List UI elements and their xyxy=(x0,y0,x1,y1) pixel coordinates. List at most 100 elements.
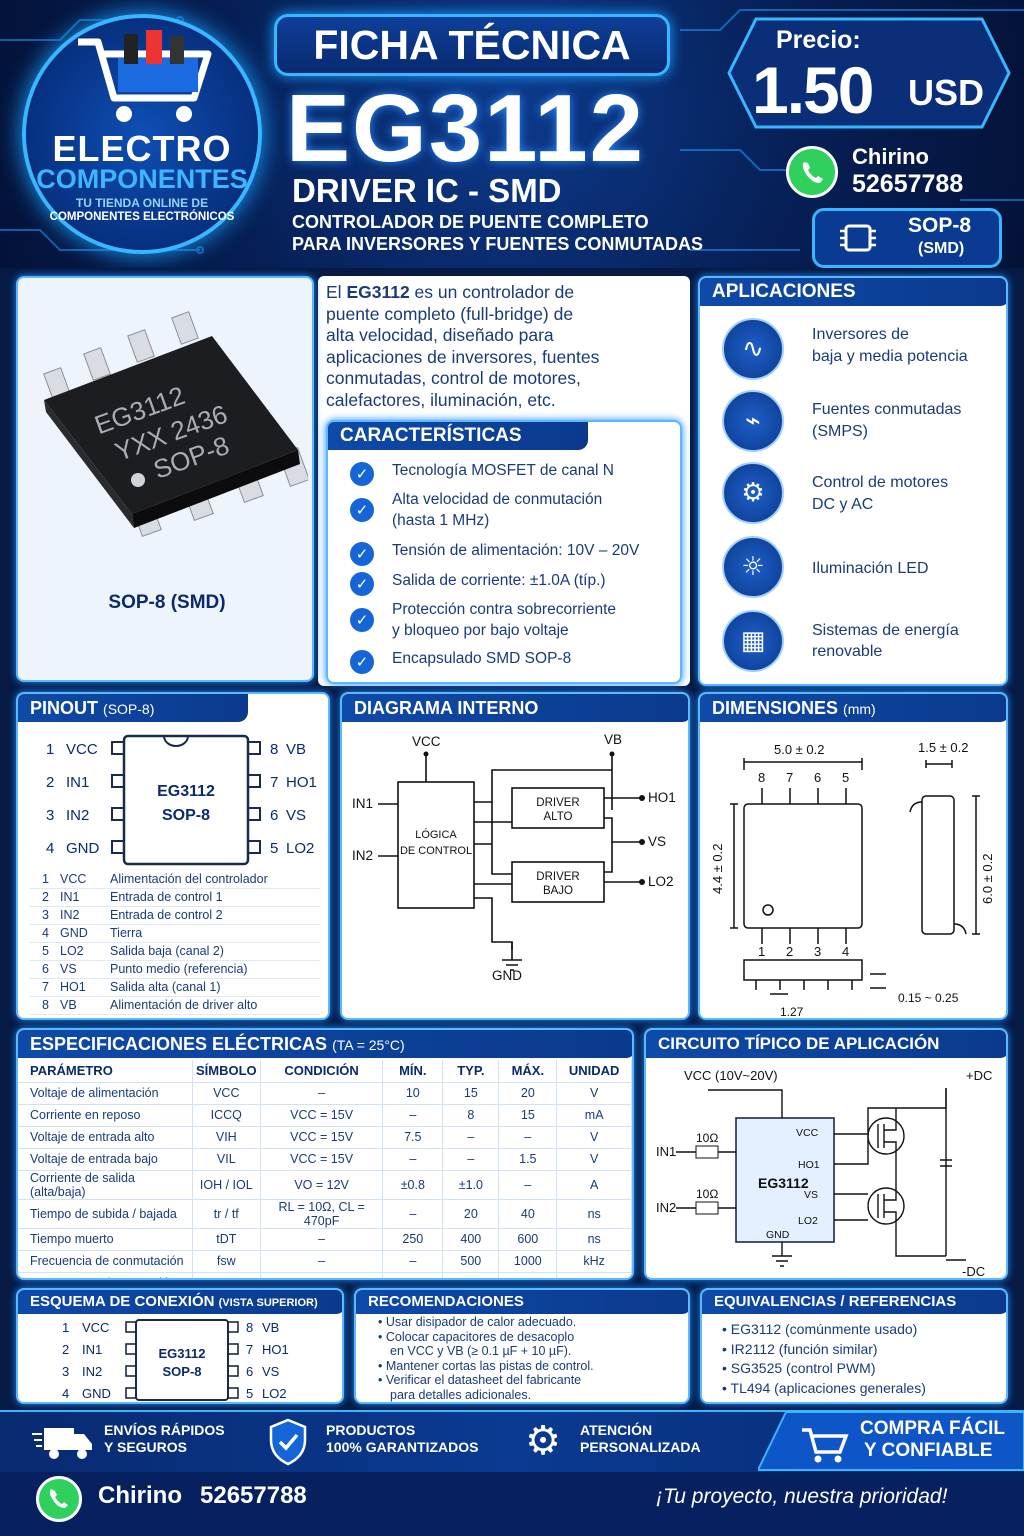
package-type: (SMD) xyxy=(918,240,965,257)
table-cell: ICCQ xyxy=(192,1104,261,1127)
driver-high-label-2: ALTO xyxy=(544,811,573,823)
pin-number: 4 xyxy=(62,1386,69,1401)
diagram-title: DIAGRAMA INTERNO xyxy=(342,694,688,722)
pin-label: 1 xyxy=(758,944,765,959)
header-banner: ELECTRO COMPONENTES TU TIENDA ONLINE DE … xyxy=(0,0,1024,268)
recommendations-title: RECOMENDACIONES xyxy=(356,1290,688,1314)
benefit-support-2: PERSONALIZADA xyxy=(580,1439,701,1455)
table-cell: – xyxy=(260,1228,384,1251)
vb-label: VB xyxy=(604,732,622,747)
buy-badge-text: COMPRA FÁCIL xyxy=(860,1418,1005,1439)
benefit-shipping-2: Y SEGUROS xyxy=(104,1439,187,1455)
ic-package: SOP-8 xyxy=(162,1364,201,1379)
circuit-panel: CIRCUITO TÍPICO DE APLICACIÓN VCC (10V~2… xyxy=(644,1028,1008,1280)
table-cell: 10 xyxy=(382,1082,444,1105)
description-line: El EG3112 es un controlador de xyxy=(326,282,575,302)
recommendation-text: Mantener cortas las pistas de control. xyxy=(385,1358,594,1373)
footer-contact-phone[interactable]: 52657788 xyxy=(200,1482,307,1509)
table-cell: V xyxy=(556,1126,632,1149)
pin-label: 7 xyxy=(786,770,793,785)
resistor-label: 10Ω xyxy=(696,1187,718,1201)
table-row: Corriente de salida (alta/baja)IOH / IOL… xyxy=(18,1170,632,1200)
gear-icon: ⚙ xyxy=(525,1418,561,1464)
table-cell: 8 xyxy=(442,1104,500,1127)
whatsapp-icon[interactable] xyxy=(786,146,838,198)
pin-label: 5 xyxy=(842,770,849,785)
applications-panel: APLICACIONES ∿ Inversores de baja y medi… xyxy=(698,276,1008,686)
pin-number: 1 xyxy=(46,741,54,758)
table-cell: Frecuencia de conmutación xyxy=(18,1250,193,1273)
column-header: PARÁMETRO xyxy=(18,1060,193,1083)
buy-badge-text-2: Y CONFIABLE xyxy=(864,1440,993,1461)
table-cell: Corriente en reposo xyxy=(18,1104,193,1127)
lo2-label: LO2 xyxy=(648,874,674,889)
brand-name: ELECTRO xyxy=(52,128,232,169)
equivalences-list: • EG3112 (comúnmente usado) • IR2112 (fu… xyxy=(722,1320,926,1398)
product-tagline-2: PARA INVERSORES Y FUENTES CONMUTADAS xyxy=(292,234,704,254)
whatsapp-icon[interactable] xyxy=(36,1476,82,1522)
table-cell: – xyxy=(382,1199,444,1229)
table-cell: VCC = 15V xyxy=(260,1126,384,1149)
table-cell: – xyxy=(382,1104,444,1127)
contact-phone[interactable]: 52657788 xyxy=(852,170,964,198)
brand-tagline: TU TIENDA ONLINE DE xyxy=(75,196,209,210)
table-cell: 1000 xyxy=(498,1250,558,1273)
pin-label: 6 xyxy=(814,770,821,785)
vs-label: VS xyxy=(648,834,666,849)
table-cell: Voltaje de entrada alto xyxy=(18,1126,193,1149)
specs-title-small: (TA = 25°C) xyxy=(332,1037,405,1053)
pin-label: 3 xyxy=(814,944,821,959)
equivalences-panel: EQUIVALENCIAS / REFERENCIAS • EG3112 (co… xyxy=(700,1288,1008,1404)
description-line: alta velocidad, diseñado para xyxy=(326,325,554,345)
application-item: Iluminación LED xyxy=(812,560,929,577)
circuit-schematic: VCC (10V~20V) +DC -DC IN1 IN2 10Ω 10Ω EG… xyxy=(656,1068,992,1279)
ic-label: EG3112 xyxy=(159,1346,206,1361)
table-cell: Corriente de salida (alta/baja) xyxy=(18,1170,193,1200)
list-item: • Colocar capacitores de desacoplo xyxy=(378,1329,575,1344)
check-icon: ✓ xyxy=(350,572,374,596)
product-caption: SOP-8 (SMD) xyxy=(108,592,226,613)
application-item: (SMPS) xyxy=(812,423,868,440)
footer-contact-name: Chirino xyxy=(98,1482,182,1509)
benefit-shipping: ENVÍOS RÁPIDOS xyxy=(104,1422,225,1438)
pin-number: 3 xyxy=(62,1364,69,1379)
column-header: CONDICIÓN xyxy=(260,1060,384,1083)
buy-badge[interactable] xyxy=(758,1410,1024,1472)
pin-label: 2 xyxy=(786,944,793,959)
pin-name: IN1 xyxy=(66,774,89,791)
pin-number: 1 xyxy=(62,1320,69,1335)
pin-name: VB xyxy=(60,996,110,1015)
pin-name: VB xyxy=(262,1320,279,1335)
pin-number: 6 xyxy=(246,1364,253,1379)
pin-name: IN2 xyxy=(82,1364,102,1379)
application-item: Sistemas de energía xyxy=(812,622,959,639)
pin-name: VCC xyxy=(66,741,98,758)
pin-number: 2 xyxy=(30,888,60,907)
pin-name: IN2 xyxy=(60,906,110,925)
table-cell: – xyxy=(382,1148,444,1171)
motor-icon: ⚙ xyxy=(722,462,784,524)
solar-icon: ▦ xyxy=(722,610,784,672)
equivalence-text: IR2112 (función similar) xyxy=(730,1340,878,1357)
table-cell: 15 xyxy=(442,1082,500,1105)
pin-name: HO1 xyxy=(286,774,317,791)
page-title: FICHA TÉCNICA xyxy=(274,14,670,76)
negative-dc-label: -DC xyxy=(962,1264,985,1279)
table-cell: 15 xyxy=(498,1104,558,1127)
table-cell: – xyxy=(260,1250,384,1273)
pin-name: GND xyxy=(82,1386,111,1401)
table-cell: – xyxy=(442,1272,500,1278)
application-item: Fuentes conmutadas xyxy=(812,401,962,418)
price-badge xyxy=(727,17,1011,129)
recommendations-list: • Usar disipador de calor adecuado. • Co… xyxy=(378,1315,594,1402)
recommendation-text: Verificar el datasheet del fabricante xyxy=(385,1373,582,1387)
feature-item: (hasta 1 MHz) xyxy=(392,512,490,529)
table-cell: 250 xyxy=(382,1228,444,1251)
